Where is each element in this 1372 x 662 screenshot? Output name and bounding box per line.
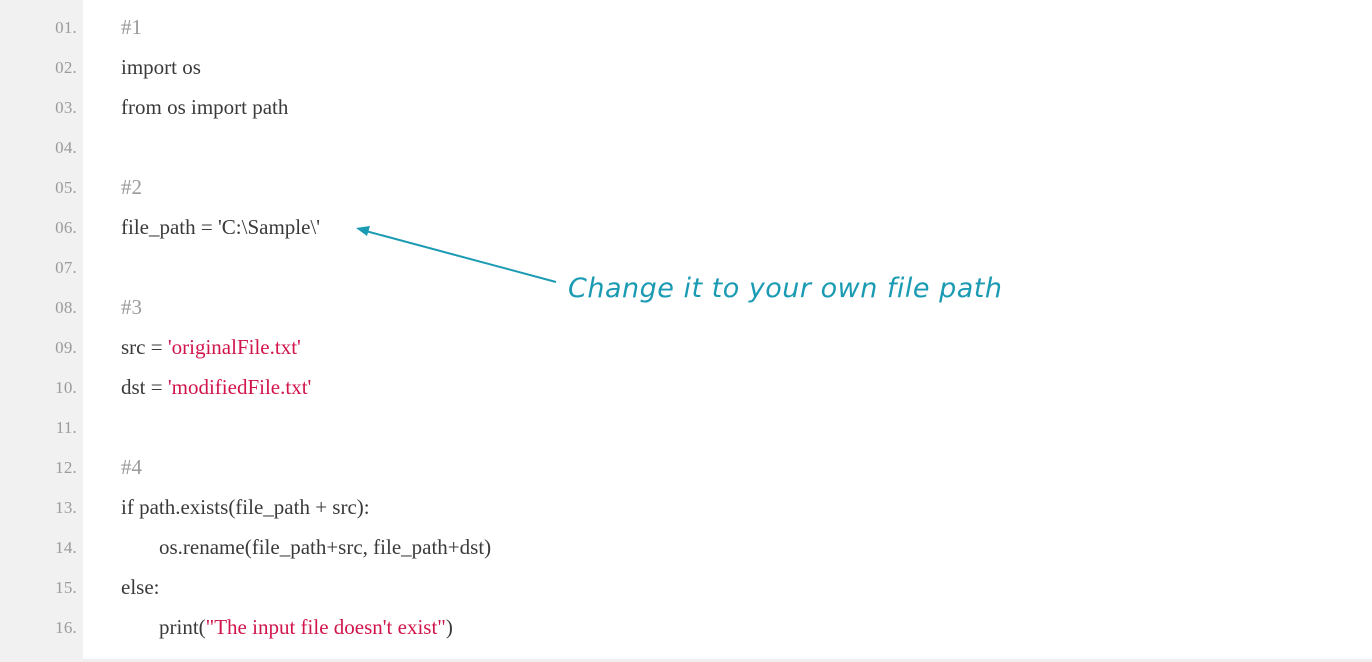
code-line: 16. print("The input file doesn't exist") [0,609,1372,649]
line-number: 15. [55,578,77,597]
line-number: 16. [55,618,77,637]
string-literal: 'modifiedFile.txt' [167,375,312,399]
code-line: 10. dst = 'modifiedFile.txt' [0,369,1372,409]
code-line: 14. os.rename(file_path+src, file_path+ds… [0,529,1372,569]
line-number: 08. [55,298,77,317]
code-line: 01. #1 [0,9,1372,49]
code-line: 12. #4 [0,449,1372,489]
line-code: #2 [121,175,142,200]
line-code: dst = 'modifiedFile.txt' [121,375,311,400]
line-number: 01. [55,18,77,37]
line-number: 14. [55,538,77,557]
string-literal: "The input file doesn't exist" [205,615,446,639]
code-text: else: [121,575,160,599]
code-comment: #1 [121,15,142,39]
line-code: print("The input file doesn't exist") [159,615,453,640]
line-code: else: [121,575,159,600]
line-number: 07. [55,258,77,277]
line-code: file_path = 'C:\Sample\' [121,215,320,240]
code-text: ) [445,615,453,639]
code-line: 13. if path.exists(file_path + src): [0,489,1372,529]
code-text: from os import path [121,95,289,119]
bottom-divider [83,659,1372,662]
line-number: 04. [55,138,77,157]
code-text: os.rename(file_path+src, file_path+dst) [159,535,492,559]
line-number-gutter [0,0,83,662]
line-number: 06. [55,218,77,237]
code-text: file_path = 'C:\Sample\' [121,215,321,239]
code-line: 06. file_path = 'C:\Sample\' [0,209,1372,249]
code-line: 02. import os [0,49,1372,89]
code-text: import os [121,55,201,79]
line-number: 10. [55,378,77,397]
line-code: #4 [121,455,142,480]
code-line: 07. [0,249,1372,289]
code-line: 08. #3 [0,289,1372,329]
line-number: 12. [55,458,77,477]
code-line: 09. src = 'originalFile.txt' [0,329,1372,369]
line-code: src = 'originalFile.txt' [121,335,301,360]
code-text: src = [121,335,168,359]
line-code: os.rename(file_path+src, file_path+dst) [159,535,491,560]
line-code: #1 [121,15,142,40]
line-code: #3 [121,295,142,320]
code-line: 03. from os import path [0,89,1372,129]
code-comment: #4 [121,455,142,479]
annotation-note: Change it to your own file path [568,273,1003,304]
line-number: 03. [55,98,77,117]
code-line: 04. [0,129,1372,169]
code-line: 15. else: [0,569,1372,609]
code-line: 11. [0,409,1372,449]
code-text: print( [159,615,206,639]
line-number: 05. [55,178,77,197]
code-comment: #3 [121,295,142,319]
string-literal: 'originalFile.txt' [167,335,301,359]
code-text: dst = [121,375,168,399]
line-number: 09. [55,338,77,357]
line-number: 13. [55,498,77,517]
line-code: if path.exists(file_path + src): [121,495,370,520]
line-code: from os import path [121,95,288,120]
line-number: 02. [55,58,77,77]
line-number: 11. [55,418,77,437]
code-comment: #2 [121,175,142,199]
code-text: if path.exists(file_path + src): [121,495,370,519]
line-code: import os [121,55,201,80]
code-line: 05. #2 [0,169,1372,209]
